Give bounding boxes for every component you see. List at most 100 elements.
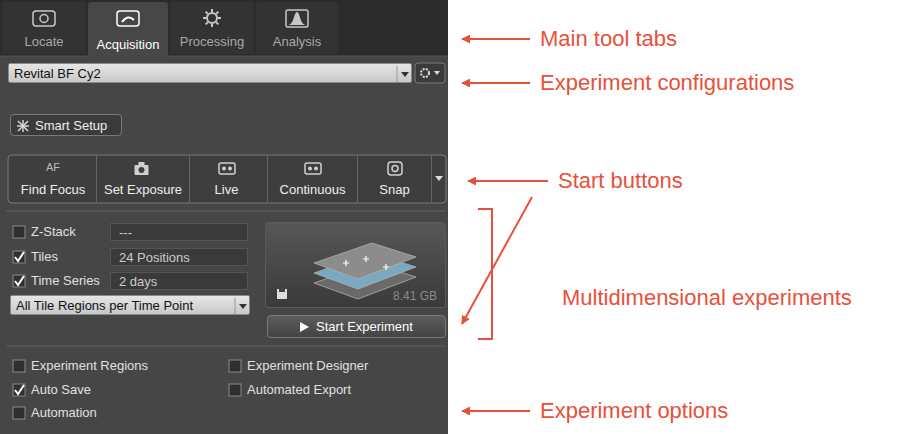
- checkbox-label: Time Series: [31, 273, 100, 288]
- start-button: Live: [186, 156, 268, 202]
- tool-tab: Locate: [2, 2, 86, 54]
- start-button: AF Find Focus: [10, 156, 97, 202]
- wand-icon: [17, 125, 29, 126]
- annotation-arrow: [462, 38, 530, 40]
- tab-icon: [207, 13, 217, 23]
- camera-icon: [139, 167, 145, 173]
- start-button-strip: [8, 155, 446, 203]
- order-dropdown: All Tile Regions per Time Point: [10, 295, 250, 315]
- value-field: 24 Positions: [110, 248, 248, 266]
- node-text: All Tile Regions per Time Point: [16, 298, 193, 313]
- checkbox-label: Automated Export: [247, 382, 351, 397]
- annotation-text: Main tool tabs: [540, 26, 677, 52]
- checkbox: [13, 275, 25, 287]
- annotation-arrow: [468, 180, 548, 182]
- tab-icon: [288, 12, 306, 25]
- icon-caption: AF: [46, 161, 60, 173]
- software-panel: [0, 56, 448, 57]
- node-text: Acquisition: [97, 37, 160, 52]
- software-panel: [6, 346, 446, 347]
- checkmark: [15, 276, 24, 285]
- tab-icon: [206, 12, 208, 14]
- camera-icon: [139, 162, 145, 165]
- annotation-bracket: [478, 209, 492, 339]
- checkbox: [13, 384, 25, 396]
- node-text: Processing: [180, 34, 244, 49]
- save-icon: [277, 289, 287, 299]
- live-icon: [228, 167, 232, 171]
- node-text: Revital BF Cy2: [14, 66, 101, 81]
- start-button: Continuous: [268, 156, 358, 202]
- node-text: Locate: [24, 34, 63, 49]
- checkbox-label: Experiment Regions: [31, 358, 148, 373]
- software-panel: [0, 0, 448, 434]
- annotation-arrow: [462, 39, 548, 411]
- tab-icon: [286, 10, 308, 27]
- checkbox: [13, 407, 25, 419]
- gear-button: [415, 63, 445, 83]
- tab-icon: [216, 12, 218, 14]
- tab-icon: [33, 11, 55, 26]
- checkbox-label: Automation: [31, 405, 97, 420]
- gear-button: [415, 63, 445, 83]
- annotation-arrow: [462, 197, 532, 324]
- live-icon: [219, 163, 235, 174]
- tab-icon: [40, 15, 48, 23]
- annotation-text: Experiment configurations: [540, 70, 794, 96]
- node-text: Live: [215, 182, 239, 197]
- wand-icon: [18, 121, 28, 131]
- live-icon: [222, 167, 226, 171]
- gear-button: [434, 71, 440, 75]
- smart-setup-button: Smart Setup: [10, 114, 122, 136]
- checkmark: [15, 385, 24, 394]
- play-icon: [300, 322, 309, 332]
- checkbox-label: Tiles: [31, 249, 58, 264]
- camera-icon: [135, 165, 149, 175]
- node-text: Smart Setup: [35, 118, 107, 133]
- checkmark: [15, 252, 24, 394]
- save-icon: [279, 289, 285, 292]
- start-button-strip: [435, 176, 443, 181]
- node-text: 8.41 GB: [393, 289, 437, 303]
- wand-icon: [18, 121, 28, 131]
- tile-marker: [343, 260, 349, 266]
- node-text: Continuous: [280, 182, 346, 197]
- tab-icon: [206, 22, 208, 24]
- dropdown-arrow: [401, 72, 409, 77]
- snap-icon: [388, 162, 402, 175]
- node-text: Start Experiment: [316, 319, 413, 334]
- checkbox-label: Auto Save: [31, 382, 91, 397]
- tab-icon: [211, 9, 213, 12]
- checkbox: [13, 360, 25, 372]
- node-text: Set Exposure: [104, 182, 182, 197]
- value-field: 2 days: [110, 272, 248, 290]
- node-text: 24 Positions: [119, 250, 190, 265]
- live-icon: [308, 167, 312, 171]
- experiment-preview: 8.41 GB: [265, 222, 446, 308]
- checkbox-label: Z-Stack: [31, 224, 76, 239]
- dropdown-divider: [397, 66, 398, 82]
- config-dropdown: Revital BF Cy2: [8, 63, 412, 83]
- annotation-arrow: [462, 82, 530, 84]
- annotation-text: Multidimensional experiments: [562, 285, 852, 311]
- annotation-text: Start buttons: [558, 168, 683, 194]
- sample-slab: [314, 243, 416, 279]
- tile-marker: [383, 264, 389, 270]
- start-button: Set Exposure: [97, 156, 190, 202]
- node-text: Analysis: [273, 34, 321, 49]
- start-button: Snap: [358, 156, 432, 202]
- tile-marker: [363, 256, 369, 262]
- tab-icon: [216, 22, 218, 24]
- dropdown-divider: [235, 298, 236, 314]
- tab-icon: [211, 24, 213, 27]
- tool-tab: Processing: [170, 2, 254, 54]
- checkbox: [229, 360, 241, 372]
- software-panel: [0, 0, 448, 56]
- tab-icon: [218, 17, 221, 19]
- annotation-arrow: [462, 410, 530, 412]
- tab-icon: [122, 17, 134, 22]
- checkbox-label: Experiment Designer: [247, 358, 368, 373]
- dropdown-arrow: [239, 304, 247, 309]
- node-text: Find Focus: [21, 182, 85, 197]
